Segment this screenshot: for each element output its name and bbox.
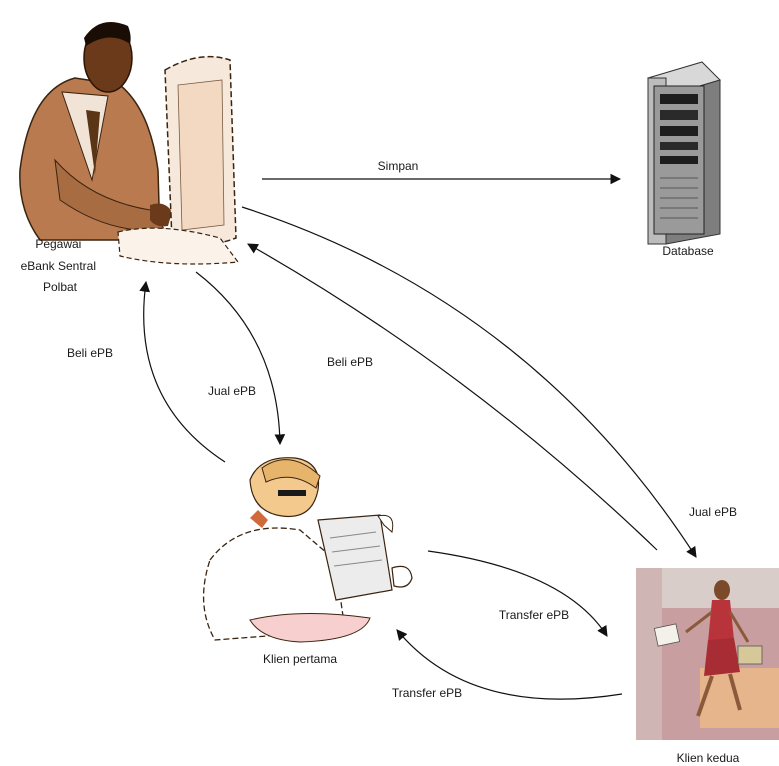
buy-first-arrow bbox=[144, 282, 225, 462]
database-server-icon bbox=[648, 62, 720, 244]
client-first-illustration bbox=[204, 458, 412, 642]
store-label: Simpan bbox=[378, 159, 419, 173]
client-first-label: Klien pertama bbox=[263, 652, 337, 666]
employee-label-line-1: Pegawai bbox=[35, 237, 81, 251]
employee-label-line-2: eBank Sentral bbox=[21, 259, 96, 273]
employee-label: Pegawai eBank Sentral Polbat bbox=[21, 237, 100, 294]
client-second-photo bbox=[636, 568, 779, 740]
employee-illustration bbox=[20, 22, 238, 264]
buy-first-label: Beli ePB bbox=[67, 346, 113, 360]
transfer-back-label: Transfer ePB bbox=[392, 686, 462, 700]
employee-label-line-3: Polbat bbox=[43, 280, 78, 294]
transfer-forward-label: Transfer ePB bbox=[499, 608, 569, 622]
database-label: Database bbox=[662, 244, 714, 258]
transfer-forward-arrow bbox=[428, 551, 607, 636]
buy-second-label: Beli ePB bbox=[327, 355, 373, 369]
client-second-label: Klien kedua bbox=[677, 751, 740, 765]
sell-first-label: Jual ePB bbox=[208, 384, 256, 398]
sell-second-label: Jual ePB bbox=[689, 505, 737, 519]
sell-first-arrow bbox=[196, 272, 280, 444]
